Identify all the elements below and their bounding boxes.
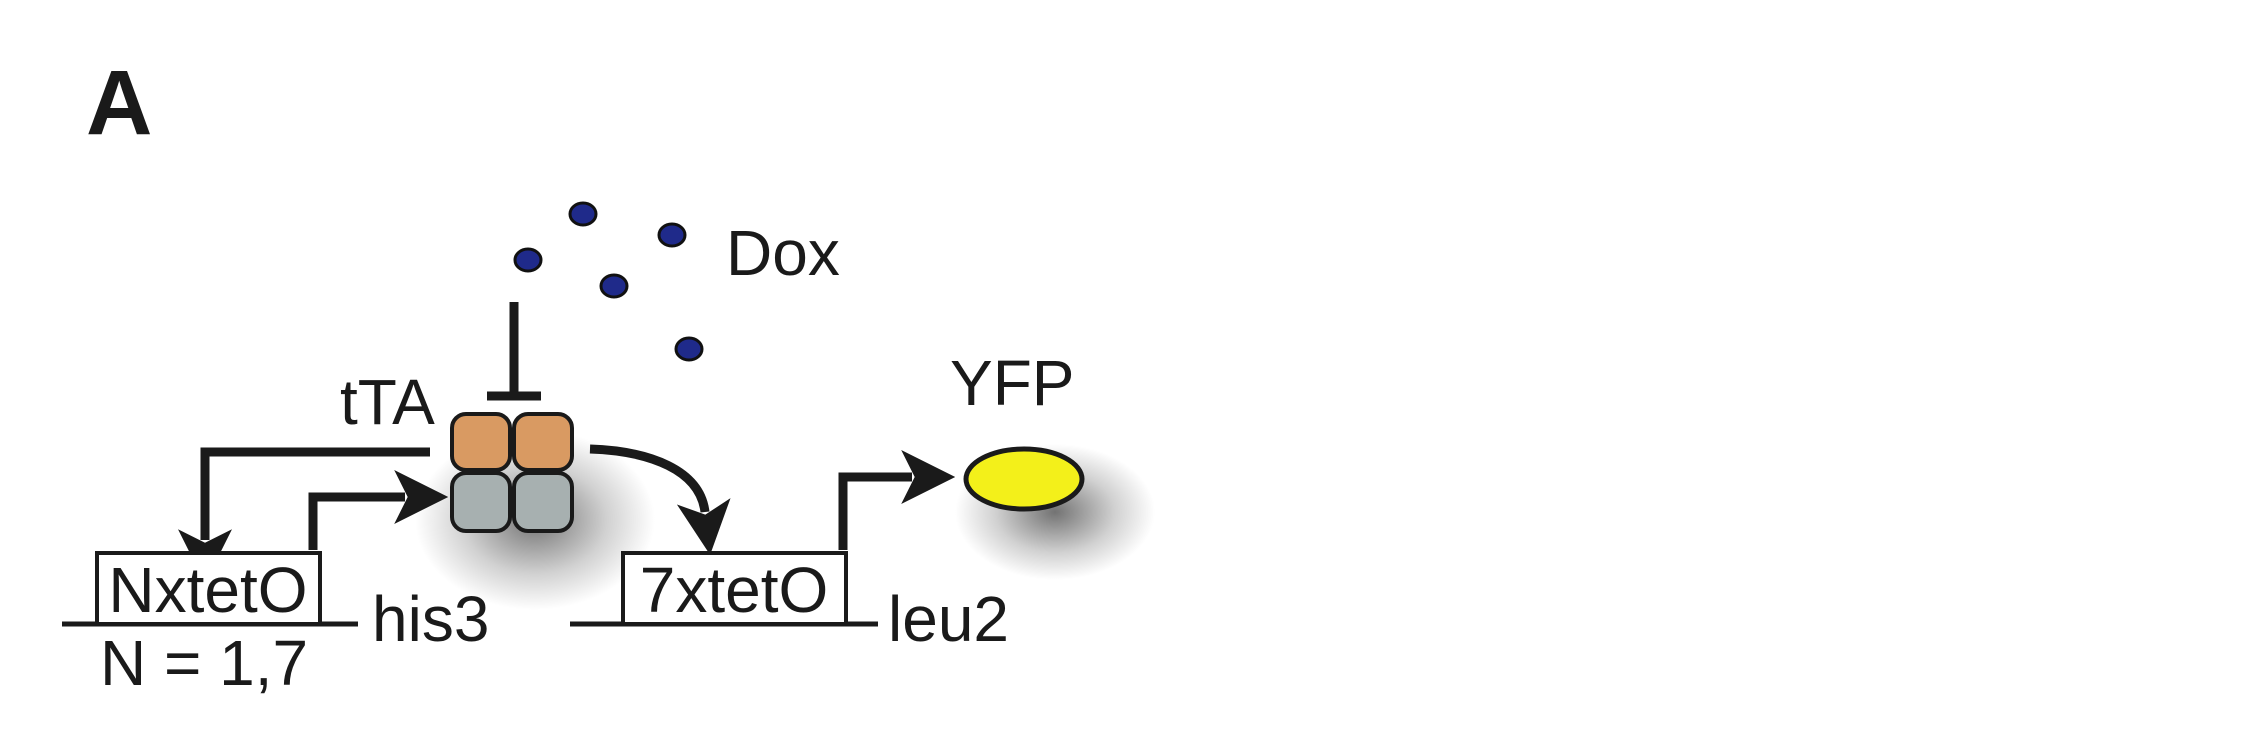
tta-subunit bbox=[512, 471, 574, 533]
activation-arrow bbox=[589, 444, 731, 555]
tta-expression-arrow bbox=[308, 470, 449, 550]
dox-molecule bbox=[674, 336, 704, 362]
his3-label: his3 bbox=[372, 583, 489, 655]
dox-inhibition-symbol bbox=[487, 302, 541, 401]
construct-2: 7xtetO leu2 bbox=[570, 551, 1009, 655]
tta-subunit bbox=[512, 412, 574, 472]
yfp-expression-arrow bbox=[838, 450, 956, 550]
construct-1: NxtetO N = 1,7 his3 bbox=[62, 551, 489, 699]
tta-complex bbox=[450, 412, 574, 533]
dox-molecule bbox=[513, 247, 543, 273]
dox-molecule bbox=[599, 273, 629, 299]
yfp-label: YFP bbox=[950, 347, 1074, 419]
dox-molecule bbox=[568, 201, 598, 227]
tta-label: tTA bbox=[340, 366, 435, 438]
nxteto-label: NxtetO bbox=[108, 554, 307, 626]
dox-label: Dox bbox=[726, 217, 840, 289]
dox-molecule bbox=[657, 222, 687, 248]
tta-subunit bbox=[450, 412, 512, 472]
copy-number-label: N = 1,7 bbox=[100, 627, 308, 699]
7xteto-label: 7xtetO bbox=[640, 554, 829, 626]
nxteto-promoter-box bbox=[95, 551, 322, 626]
leu2-label: leu2 bbox=[888, 583, 1009, 655]
tta-subunit bbox=[450, 471, 512, 533]
panel-label: A bbox=[86, 52, 152, 154]
7xteto-promoter-box bbox=[621, 551, 848, 626]
yfp-protein bbox=[963, 446, 1085, 512]
feedback-arrow bbox=[178, 447, 430, 584]
dox-molecules bbox=[513, 201, 704, 362]
